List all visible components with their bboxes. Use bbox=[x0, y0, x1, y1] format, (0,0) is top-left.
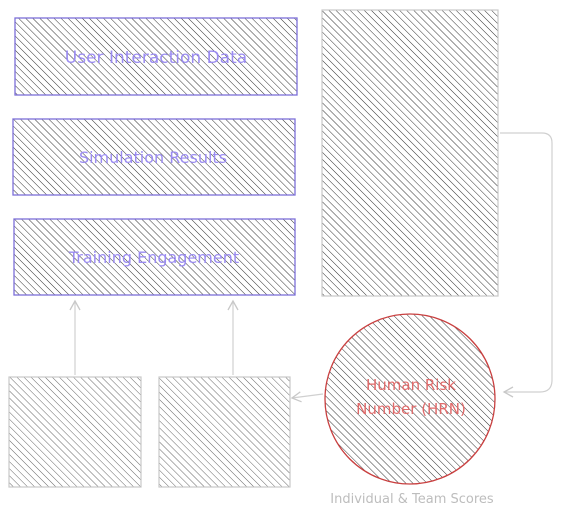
training-engagement-label: Training Engagement bbox=[68, 248, 239, 267]
bottom-middle-box bbox=[158, 376, 291, 488]
connector-tall-to-hrn bbox=[500, 132, 553, 398]
user-interaction-data-box: User Interaction Data bbox=[14, 17, 298, 96]
hrn-label-line-2: Number (HRN) bbox=[356, 400, 466, 418]
human-risk-number-node: Human Risk Number (HRN) bbox=[324, 313, 496, 485]
simulation-results-label: Simulation Results bbox=[79, 148, 227, 167]
tall-process-box bbox=[321, 9, 499, 297]
scores-caption: Individual & Team Scores bbox=[330, 492, 494, 507]
simulation-results-box: Simulation Results bbox=[12, 118, 296, 196]
connector-hrn-to-bottom-mid bbox=[290, 391, 324, 403]
bottom-left-box bbox=[8, 376, 142, 488]
hrn-label-line-1: Human Risk bbox=[366, 376, 456, 394]
user-interaction-data-label: User Interaction Data bbox=[65, 48, 247, 68]
training-engagement-box: Training Engagement bbox=[13, 218, 296, 296]
